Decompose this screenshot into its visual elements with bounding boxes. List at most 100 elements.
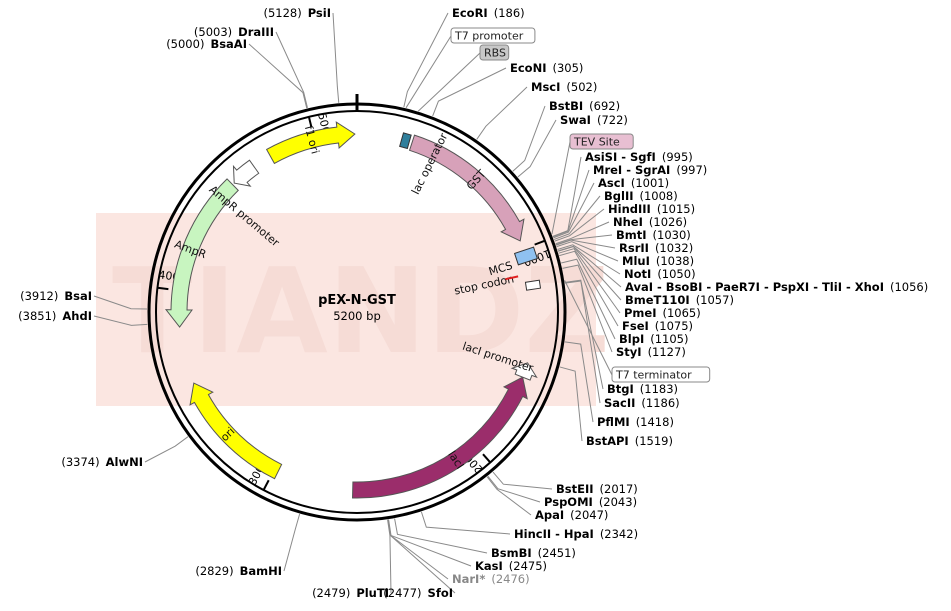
box-t7-promoter [450, 27, 536, 44]
site-ecori: EcoRI(186) [452, 6, 525, 20]
site-bmti: BmtI(1030) [616, 228, 691, 242]
site-kasi: KasI(2475) [475, 559, 547, 573]
box-label-tev-site: TEV Site [573, 136, 620, 149]
small-feature-mcs [513, 246, 538, 266]
site-pluti: (2479)PluTI [312, 586, 389, 600]
leader-bsaai [248, 43, 308, 109]
site-msci: MscI(502) [531, 80, 597, 94]
leader-msci [476, 86, 528, 140]
leader-pspomi [487, 475, 541, 503]
site-rsrii: RsrII(1032) [619, 241, 693, 255]
leader-bmet110i [557, 246, 622, 301]
site-draiii: (5003)DraIII [194, 25, 274, 39]
site-bamhi: (2829)BamHI [195, 564, 282, 578]
site-econi: EcoNI(305) [510, 61, 583, 75]
leader-box-rbs [417, 52, 481, 112]
tick-5000 [307, 116, 313, 128]
small-feature-lac-operator [399, 132, 412, 150]
leader-psii [332, 12, 340, 103]
leader-box-t7-promoter [405, 35, 452, 109]
leader-hincii-hpai [420, 511, 511, 535]
site-styi: StyI(1127) [616, 345, 686, 359]
leader-apai [486, 476, 532, 516]
site-apai: ApaI(2047) [535, 508, 608, 522]
tick-1000 [534, 239, 546, 246]
site-psii: (5128)PsiI [263, 6, 331, 20]
leader-bsteii [492, 471, 553, 490]
site-ahdi: (3851)AhdI [18, 309, 92, 323]
box-tev-site [569, 133, 634, 150]
leader-asci [553, 182, 595, 239]
box-label-rbs: RBS [484, 47, 506, 60]
site-btgi: BtgI(1183) [607, 382, 678, 396]
leader-btgi [564, 279, 604, 390]
site-sfoi: (2477)SfoI [383, 586, 453, 600]
site-fsei: FseI(1075) [622, 319, 693, 333]
plasmid-center: pEX-N-GST 5200 bp [318, 293, 396, 323]
site-bsaai: (5000)BsaAI [166, 37, 247, 51]
leader-bstapi [559, 366, 583, 442]
small-feature-t7-terminator [524, 279, 542, 291]
feature-f1-ori [265, 121, 356, 165]
leader-alwni [144, 436, 189, 463]
leader-styi [562, 264, 613, 353]
box-rbs [479, 44, 510, 61]
feature-laci-promoter [510, 362, 538, 381]
leader-econi [432, 67, 507, 117]
box-t7-terminator [611, 366, 711, 383]
site-nhei: NheI(1026) [613, 215, 687, 229]
site-blpi: BlpI(1105) [619, 332, 688, 346]
feature-ori [189, 382, 283, 480]
leader-pluti [387, 519, 392, 594]
feature-gst [408, 134, 525, 242]
site-bglii: BglII(1008) [604, 189, 678, 203]
leader-ecori [403, 12, 449, 108]
tick-2000 [482, 453, 492, 464]
feature-ampr [164, 178, 239, 328]
leader-bamhi [283, 513, 301, 572]
feature-ampr-promoter [232, 159, 260, 187]
leader-bmti [555, 234, 613, 246]
box-label-t7-terminator: T7 terminator [615, 369, 692, 382]
leader-hindiii [554, 208, 605, 242]
leader-bglii [553, 195, 601, 240]
box-label-t7-promoter: T7 promoter [454, 30, 524, 43]
site-pmei: PmeI(1065) [624, 306, 701, 320]
site-leaders [93, 12, 622, 594]
site-noti: NotI(1050) [624, 267, 696, 281]
leader-box-tev-site [551, 141, 571, 235]
site-asisi-sgfi: AsiSI - SgfI(995) [585, 150, 693, 164]
leader-draiii [275, 31, 308, 109]
leader-ahdi [93, 315, 148, 326]
leader-mrei-sgrai [552, 169, 590, 238]
leader-sfoi [387, 519, 456, 594]
tick-3000 [262, 479, 270, 491]
site-bsteii: BstEII(2017) [556, 482, 638, 496]
leader-sacii [564, 280, 601, 404]
site-bstapi: BstAPI(1519) [586, 434, 673, 448]
leader-noti [557, 244, 621, 275]
site-bsai: (3912)BsaI [20, 289, 92, 303]
site-bstbi: BstBI(692) [549, 99, 620, 113]
site-hindiii: HindIII(1015) [608, 202, 695, 216]
leader-swai [517, 119, 557, 178]
site-alwni: (3374)AlwNI [61, 455, 143, 469]
site-hincii-hpai: HincII - HpaI(2342) [514, 527, 638, 541]
tick-4000 [157, 286, 169, 291]
site-avai-bsobi-paer7i-pspxi-tlii-xhoi: AvaI - BsoBI - PaeR7I - PspXI - TliI - X… [625, 280, 928, 294]
site-mlui: MluI(1038) [622, 254, 694, 268]
leader-blpi [561, 258, 616, 340]
stop-codon-mark [505, 275, 519, 281]
site-sacii: SacII(1186) [604, 396, 680, 410]
site-mrei-sgrai: MreI - SgrAI(997) [593, 163, 707, 177]
plasmid-size: 5200 bp [333, 309, 381, 323]
leader-pmei [558, 248, 621, 314]
leader-pflmi [564, 341, 594, 423]
plasmid-name: pEX-N-GST [318, 293, 396, 308]
leader-bsai [93, 295, 148, 310]
site-nari: NarI*(2476) [452, 572, 530, 586]
watermark-text: TIANDZ [112, 242, 610, 380]
site-swai: SwaI(722) [560, 113, 628, 127]
